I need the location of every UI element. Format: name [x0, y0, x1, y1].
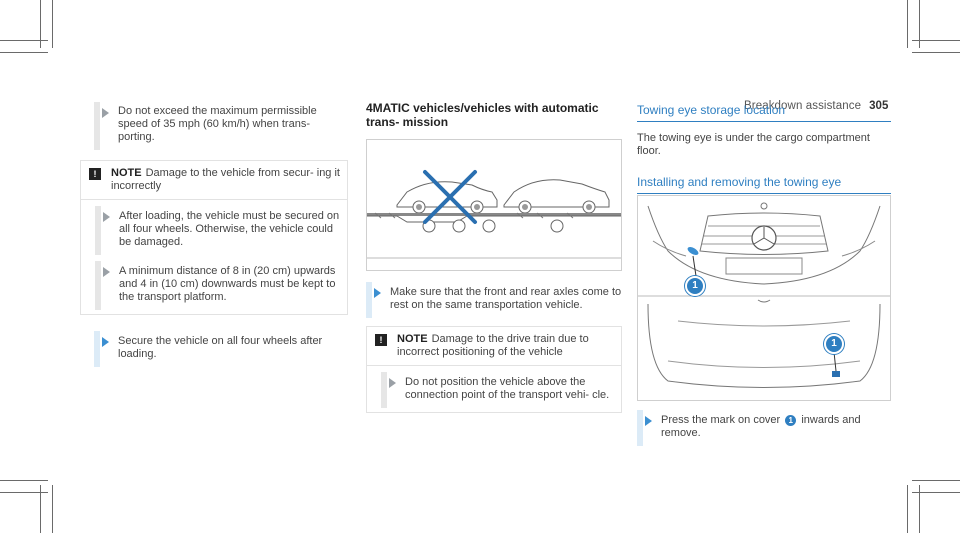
section-heading: Installing and removing the towing eye	[637, 175, 891, 194]
crop-mark	[912, 492, 960, 493]
crop-mark	[40, 485, 41, 533]
step-arrow-icon	[103, 267, 110, 277]
instruction-step: Make sure that the front and rear axles …	[366, 280, 622, 318]
step-arrow-icon	[103, 212, 110, 222]
crop-mark	[907, 0, 908, 48]
callout-marker-inline: 1	[785, 415, 797, 426]
instruction-step: Do not exceed the maximum permissible sp…	[94, 100, 348, 150]
callout-marker: 1	[685, 276, 705, 296]
step-text: Do not exceed the maximum permissible sp…	[118, 105, 317, 143]
step-bar	[94, 331, 100, 367]
note-text: Damage to the drive train due to incorre…	[397, 333, 589, 358]
crop-mark	[52, 485, 53, 533]
step-text: Secure the vehicle on all four wheels af…	[118, 335, 323, 360]
crop-mark	[0, 40, 48, 41]
step-arrow-icon	[645, 416, 652, 426]
column-middle: 4MATIC vehicles/vehicles with automatic …	[366, 101, 622, 129]
crop-mark	[919, 0, 920, 48]
note-text: Damage to the vehicle from secur- ing it…	[111, 167, 340, 192]
transport-illustration	[366, 139, 622, 271]
car-on-trailer-image	[367, 170, 621, 259]
instruction-step: Press the mark on cover 1 inwards and re…	[637, 408, 891, 446]
crop-mark	[912, 480, 960, 481]
crop-mark	[0, 492, 48, 493]
crop-mark	[912, 40, 960, 41]
step-bar	[94, 102, 100, 150]
note-label: NOTE	[111, 167, 142, 179]
crop-mark	[40, 0, 41, 48]
instruction-step: Do not position the vehicle above the co…	[381, 370, 615, 408]
column-middle-lower: Make sure that the front and rear axles …	[366, 280, 622, 413]
column-right-lower: Press the mark on cover 1 inwards and re…	[637, 408, 891, 446]
step-bar	[95, 206, 101, 255]
section-heading: Towing eye storage location	[637, 103, 891, 122]
crop-mark	[0, 480, 48, 481]
warning-icon: !	[89, 168, 101, 180]
callout-marker: 1	[824, 334, 844, 354]
crop-mark	[52, 0, 53, 48]
step-text: After loading, the vehicle must be secur…	[119, 210, 340, 248]
instruction-step: A minimum distance of 8 in (20 cm) upwar…	[95, 259, 341, 310]
crop-mark	[919, 485, 920, 533]
instruction-step: After loading, the vehicle must be secur…	[95, 204, 341, 255]
note-body: Do not position the vehicle above the co…	[367, 365, 621, 412]
step-bar	[95, 261, 101, 310]
step-arrow-icon	[102, 337, 109, 347]
warning-icon: !	[375, 334, 387, 346]
column-right: Towing eye storage location The towing e…	[637, 103, 891, 194]
page-number: 305	[869, 100, 889, 112]
column-left: Do not exceed the maximum permissible sp…	[80, 100, 348, 367]
note-label: NOTE	[397, 333, 428, 345]
section-title: Breakdown assistance	[744, 100, 862, 112]
towing-eye-illustration: 1 1	[637, 195, 891, 401]
note-body: After loading, the vehicle must be secur…	[81, 199, 347, 314]
step-bar	[381, 372, 387, 408]
crop-mark	[0, 52, 48, 53]
running-header: Breakdown assistance 305	[744, 100, 889, 112]
step-arrow-icon	[102, 108, 109, 118]
body-text: The towing eye is under the cargo compar…	[637, 132, 870, 157]
step-arrow-icon	[389, 378, 396, 388]
step-text: A minimum distance of 8 in (20 cm) upwar…	[119, 265, 336, 303]
step-text-a: Press the mark on cover	[661, 414, 781, 426]
crop-mark	[912, 52, 960, 53]
step-bar	[637, 410, 643, 446]
step-text-b: inwards and remove.	[661, 414, 861, 439]
crop-mark	[907, 485, 908, 533]
step-bar	[366, 282, 372, 318]
instruction-step: Secure the vehicle on all four wheels af…	[94, 329, 348, 367]
step-text: Do not position the vehicle above the co…	[405, 376, 610, 401]
step-arrow-icon	[374, 288, 381, 298]
step-text: Make sure that the front and rear axles …	[390, 286, 622, 311]
vehicle-front-image	[638, 202, 890, 388]
section-heading: 4MATIC vehicles/vehicles with automatic …	[366, 101, 599, 129]
